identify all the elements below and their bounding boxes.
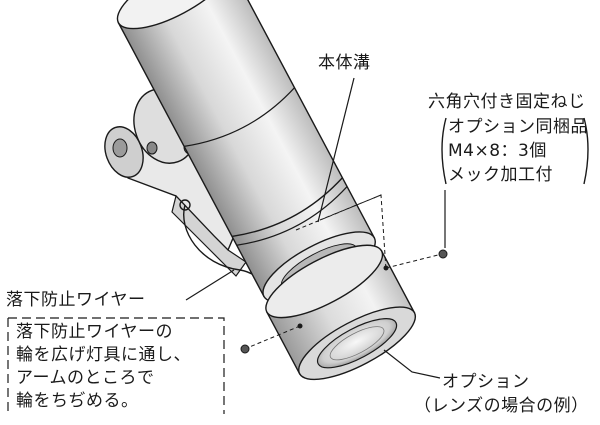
fall-wire-label: 落下防止ワイヤー xyxy=(6,290,146,310)
note-line: 輪をちぢめる。 xyxy=(16,391,139,411)
screw-spec-line: M4×8：3個 xyxy=(448,141,547,161)
fixing-screw-label: 六角穴付き固定ねじ xyxy=(428,92,586,112)
note-line: 落下防止ワイヤーの xyxy=(16,322,173,342)
spec-brackets xyxy=(441,117,589,185)
note-line: 輪を広げ灯具に通し、 xyxy=(16,345,191,365)
body-groove-line xyxy=(231,177,343,238)
screw-spec-line: メック加工付 xyxy=(448,165,553,185)
note-box xyxy=(7,317,225,414)
fixing-screw-icon xyxy=(240,249,448,354)
option-lens-unit xyxy=(265,244,417,381)
assembly-guides xyxy=(246,194,443,349)
screw-spec-line: オプション同梱品 xyxy=(448,117,588,137)
leader-lines xyxy=(185,77,446,379)
body-groove-label: 本体溝 xyxy=(318,53,371,73)
option-example-label: （レンズの場合の例） xyxy=(414,396,589,416)
note-line: アームのところで xyxy=(16,368,155,388)
option-label: オプション xyxy=(442,372,530,392)
